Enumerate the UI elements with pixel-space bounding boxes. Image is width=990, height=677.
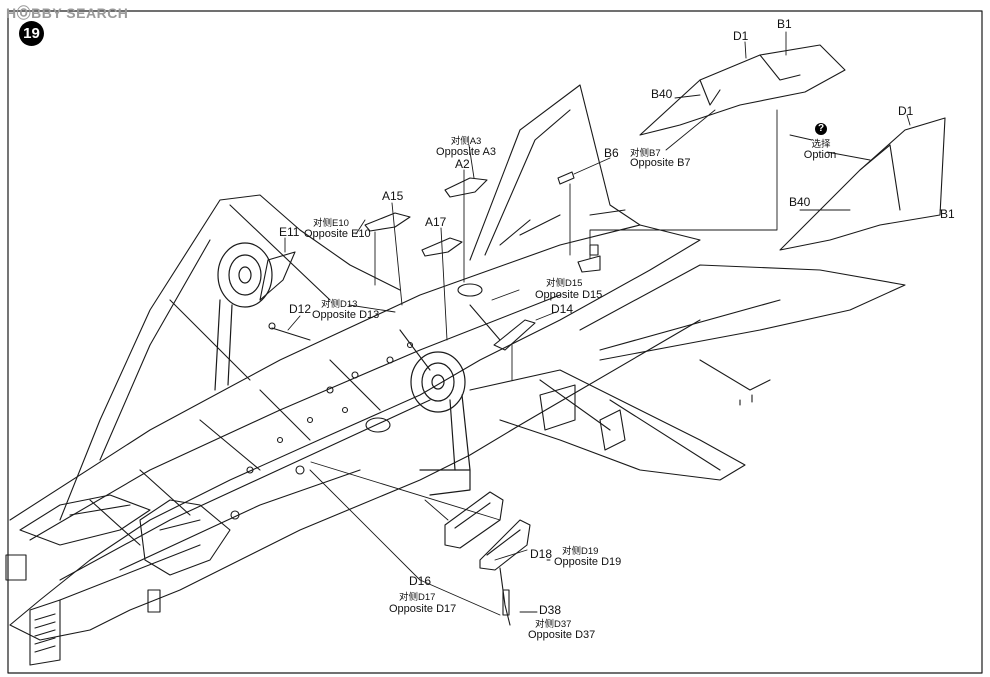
callout-e10-cn: 对侧E10	[313, 218, 349, 229]
callout-b40-top: B40	[651, 87, 673, 101]
left-wing	[59, 194, 401, 521]
callout-a15: A15	[382, 189, 404, 203]
callout-d17-cn: 对侧D17	[399, 592, 436, 603]
callout-d19-cn: 对侧D19	[562, 546, 599, 557]
callout-b40-side: B40	[789, 195, 811, 209]
tail-fins	[469, 84, 641, 261]
detail-parts	[259, 171, 601, 351]
option-label-cn: 选择	[811, 139, 831, 150]
callout-d38: D38	[539, 603, 562, 617]
callout-d37-cn: 对侧D37	[535, 619, 572, 630]
callout-a3-en: Opposite A3	[436, 146, 496, 158]
callout-b1-side: B1	[940, 207, 955, 221]
callout-e10-en: Opposite E10	[304, 228, 371, 240]
callout-d1-side: D1	[898, 104, 914, 118]
callout-a3-cn: 对侧A3	[450, 136, 482, 147]
right-wing	[469, 264, 906, 481]
callout-e11: E11	[279, 225, 300, 239]
option-icon: ?	[815, 123, 827, 135]
callout-b6: B6	[604, 146, 619, 160]
callout-d15-cn: 对侧D15	[546, 278, 583, 289]
hobbysearch-watermark: HⓄBBY SEARCH	[6, 5, 129, 21]
callout-d12: D12	[289, 302, 312, 316]
callout-b1-top: B1	[777, 17, 792, 31]
callout-d15-en: Opposite D15	[535, 289, 603, 301]
callout-d37-en: Opposite D37	[528, 629, 596, 641]
gear-doors	[444, 491, 531, 626]
tank-option-parts	[639, 44, 946, 251]
callout-d16: D16	[409, 574, 432, 588]
callout-a2: A2	[455, 157, 470, 171]
step-number-badge: 19	[19, 21, 44, 46]
callout-d14: D14	[551, 302, 574, 316]
option-label-en: Option	[803, 149, 837, 161]
callout-d1-top: D1	[733, 29, 749, 43]
page-border	[7, 10, 983, 674]
landing-gear	[214, 242, 471, 496]
callout-d19-en: Opposite D19	[554, 556, 622, 568]
callout-b7-cn: 对侧B7	[630, 148, 661, 159]
callout-d18: D18	[530, 547, 553, 561]
callout-b7-en: Opposite B7	[630, 157, 691, 169]
callout-d17-en: Opposite D17	[389, 603, 457, 615]
callout-a17: A17	[425, 215, 447, 229]
fuselage	[5, 224, 701, 666]
callout-d13-cn: 对侧D13	[321, 299, 358, 310]
leader-lines	[284, 31, 946, 616]
callout-d13-en: Opposite D13	[312, 309, 380, 321]
